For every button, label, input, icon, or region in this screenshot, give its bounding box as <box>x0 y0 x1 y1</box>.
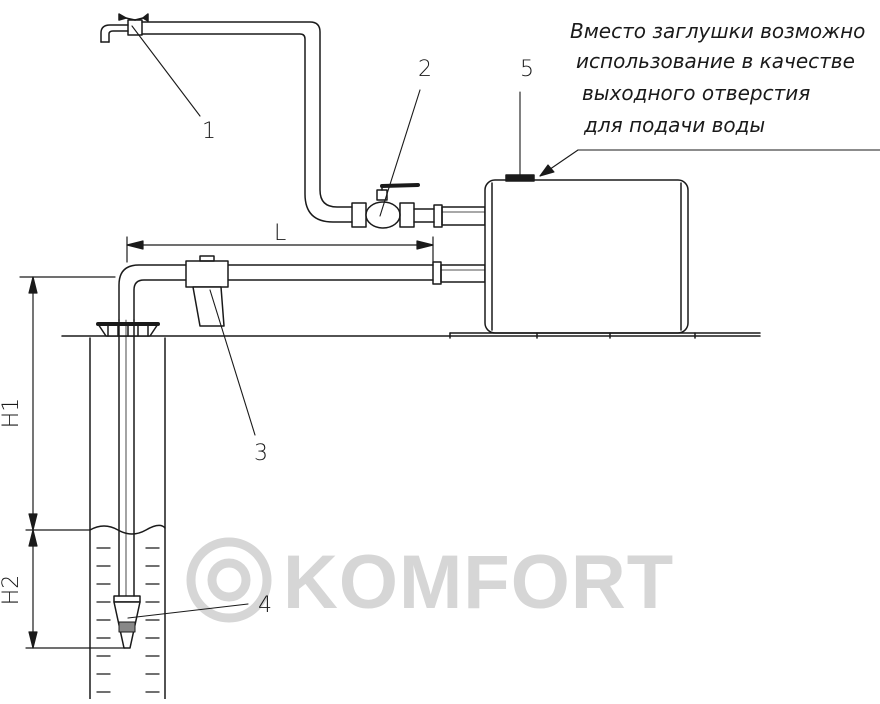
label-height-2: H2 <box>0 575 24 606</box>
water-dashes <box>96 547 160 693</box>
leader-3 <box>209 289 256 436</box>
note-line-2: использование в качестве <box>576 49 855 73</box>
leader-lines <box>127 25 880 619</box>
dimension-H <box>19 276 126 649</box>
watermark-logo-core <box>207 558 251 602</box>
suction-pipe <box>118 264 187 597</box>
leader-4 <box>127 603 249 619</box>
label-ball-valve: 2 <box>418 57 432 82</box>
label-plug: 5 <box>520 57 534 82</box>
komfort-watermark: KOMFORT <box>186 537 674 625</box>
ball-valve <box>351 183 486 229</box>
horizontal-suction-pipe <box>227 261 486 285</box>
filter <box>185 255 229 327</box>
note-line-4: для подачи воды <box>583 113 765 137</box>
watermark-logo-ring <box>186 537 272 623</box>
leader-1 <box>131 25 201 117</box>
dimension-L <box>126 236 434 263</box>
note-line-1: Вместо заглушки возможно <box>570 19 865 43</box>
foot-valve <box>113 595 141 649</box>
label-height-1: H1 <box>0 398 24 429</box>
watermark-text: KOMFORT <box>283 540 674 625</box>
label-filter: 3 <box>254 441 268 466</box>
faucet <box>100 13 149 43</box>
label-length: L <box>274 221 286 246</box>
note-line-3: выходного отверстия <box>582 81 810 105</box>
well-head <box>96 322 160 337</box>
label-faucet: 1 <box>202 119 216 144</box>
well-shaft <box>89 337 166 700</box>
label-foot-valve: 4 <box>258 593 272 618</box>
pump-body <box>449 174 761 339</box>
leader-2 <box>379 89 421 217</box>
discharge-pipe <box>141 21 353 223</box>
plug-note: Вместо заглушки возможно использование в… <box>570 19 865 137</box>
